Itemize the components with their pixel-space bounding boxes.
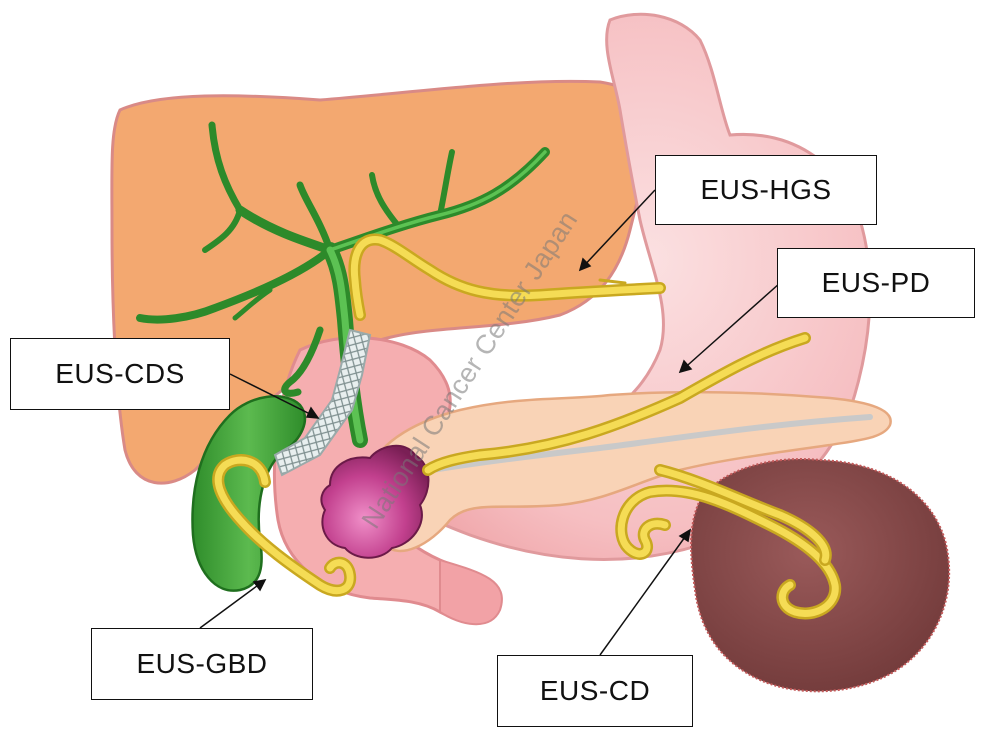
hgs-arrow	[579, 189, 656, 271]
plastic-stents	[212, 233, 842, 620]
label-eus-cd: EUS-CD	[497, 655, 693, 727]
pd-arrow	[679, 282, 781, 373]
pancreas	[365, 390, 892, 553]
pancreatic-duct	[417, 414, 873, 475]
pancreatic-head-tumor	[320, 444, 430, 559]
duodenum-tail	[439, 558, 503, 626]
label-eus-gbd: EUS-GBD	[91, 628, 313, 700]
cd-arrow	[599, 529, 691, 656]
leader-arrows	[199, 189, 781, 656]
cds-arrow	[229, 373, 319, 419]
label-eus-hgs: EUS-HGS	[655, 155, 877, 225]
label-eus-cds: EUS-CDS	[10, 338, 230, 410]
label-eus-pd: EUS-PD	[777, 248, 975, 318]
cds-metal-stent	[273, 328, 372, 477]
gbd-arrow	[199, 579, 266, 629]
